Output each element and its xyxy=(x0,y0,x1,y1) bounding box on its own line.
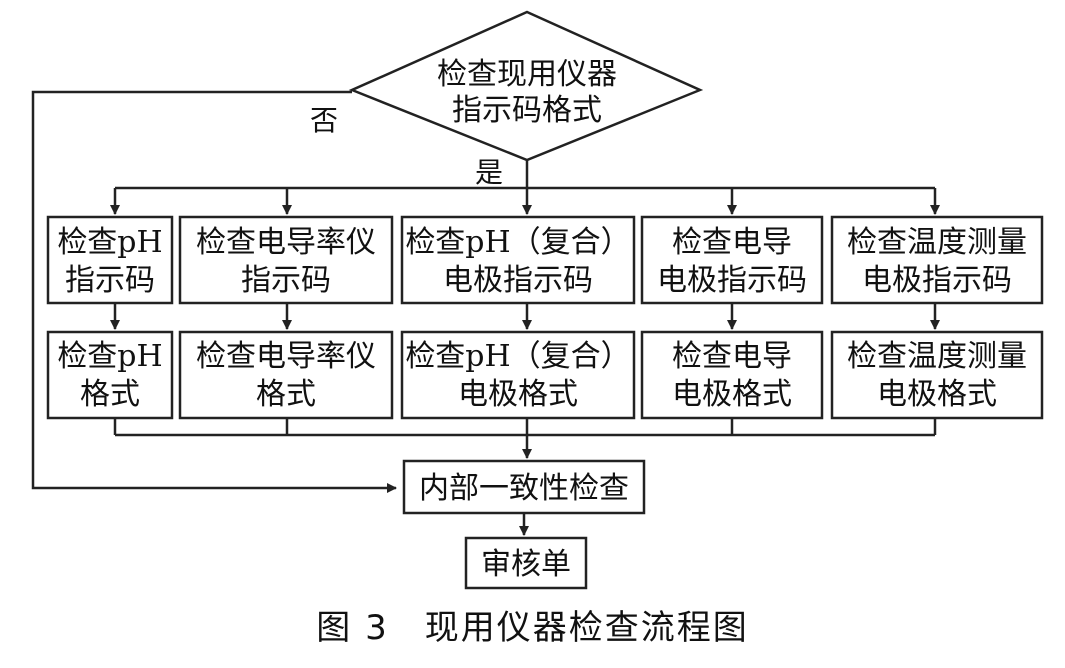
row1-box-3-line2: 电极指示码 xyxy=(443,263,593,298)
row1-box-3 xyxy=(400,215,636,305)
row1-box-5-line2: 电极指示码 xyxy=(862,263,1012,298)
figure-caption: 图 3 现用仪器检查流程图 xyxy=(316,608,749,648)
row2-box-3-line2: 电极格式 xyxy=(458,377,578,412)
row1-box-5 xyxy=(830,215,1044,305)
row2-box-4-line1: 检查电导 xyxy=(672,339,792,374)
row2-box-5-line1: 检查温度测量 xyxy=(847,339,1027,374)
row1-box-1-line1: 检查pH xyxy=(57,225,162,260)
row1-box-5-line1: 检查温度测量 xyxy=(847,225,1027,260)
row1-box-2 xyxy=(178,215,394,305)
row1-box-1-line2: 指示码 xyxy=(65,263,155,298)
row2-box-5 xyxy=(830,330,1044,420)
row2-box-4-line2: 电极格式 xyxy=(672,377,792,412)
row1-box-2-line2: 指示码 xyxy=(241,263,331,298)
row2-box-2-line1: 检查电导率仪 xyxy=(196,339,376,374)
row1-box-4 xyxy=(640,215,824,305)
consistency-box xyxy=(402,459,646,515)
row1-box-4-line2: 电极指示码 xyxy=(657,263,807,298)
consistency-text: 内部一致性检查 xyxy=(419,471,629,506)
row2-box-1 xyxy=(46,330,174,420)
audit-box xyxy=(464,536,588,590)
row2-box-2-line2: 格式 xyxy=(256,377,316,412)
row1-box-3-line1: 检查pH（复合） xyxy=(405,225,630,260)
label-yes: 是 xyxy=(475,156,503,189)
row1-box-2-line1: 检查电导率仪 xyxy=(196,225,376,260)
row2-box-3 xyxy=(400,330,636,420)
flowchart: 检查现用仪器 指示码格式 否 是 检查pH 指示码 检查电导率仪 指示码 检查p… xyxy=(31,10,1044,590)
decision-text-line2: 指示码格式 xyxy=(452,93,602,128)
label-no: 否 xyxy=(310,104,338,137)
row1-box-1 xyxy=(46,215,174,305)
decision-text-line1: 检查现用仪器 xyxy=(437,57,617,92)
no-branch-line xyxy=(31,90,397,493)
audit-text: 审核单 xyxy=(481,547,571,582)
row2-box-3-line1: 检查pH（复合） xyxy=(405,339,630,374)
row2-box-5-line2: 电极格式 xyxy=(877,377,997,412)
row1-box-4-line1: 检查电导 xyxy=(672,225,792,260)
row2-box-4 xyxy=(640,330,824,420)
row2-box-1-line2: 格式 xyxy=(80,377,140,412)
row2-box-1-line1: 检查pH xyxy=(57,339,162,374)
